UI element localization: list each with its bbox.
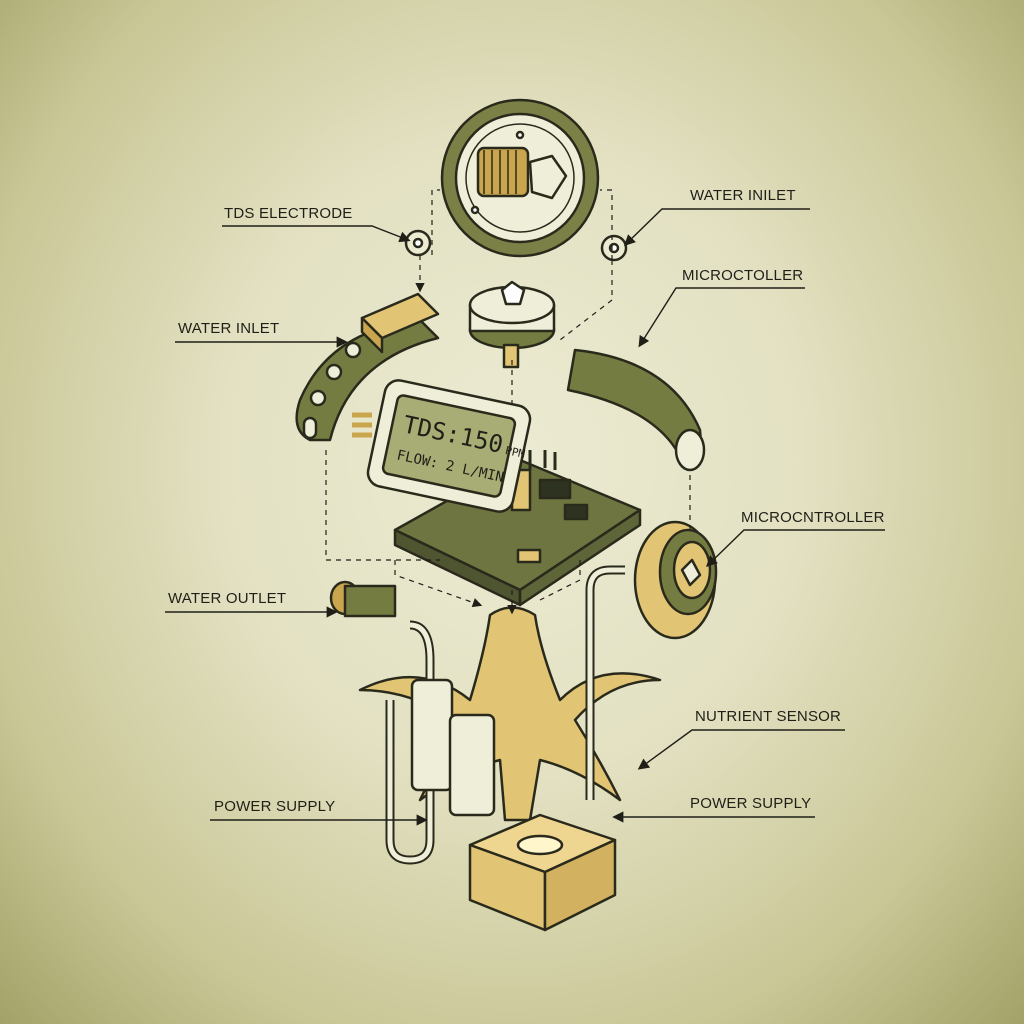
tubes [385,565,625,865]
right-disc [633,520,718,640]
label-power-supply-left: POWER SUPPLY [214,798,336,815]
label-water-outlet: WATER OUTLET [168,590,287,607]
water-outlet-connector [329,580,397,618]
leader-lines [165,208,885,826]
assembly-dashed-lines [325,189,691,615]
label-tds-electrode: TDS ELECTRODE [224,205,353,222]
label-power-supply-right: POWER SUPPLY [690,795,812,812]
right-housing [566,348,706,472]
label-water-inlet-right: WATER INILET [690,187,796,204]
lcd-display [352,379,532,513]
circuit-board [393,450,642,607]
substrate-block [468,813,617,932]
filter-canister [410,678,454,792]
label-nutrient-sensor: NUTRIENT SENSOR [695,708,842,725]
root-structure [358,606,662,822]
label-microctoller: MICROCTOLLER [682,267,804,284]
coil-module [440,98,600,258]
center-sensor [468,280,556,369]
label-microcntroller: MICROCNTROLLER [741,509,885,526]
label-water-inlet-left: WATER INLET [178,320,280,337]
tds-unit: PPM [504,444,527,461]
filter-canister [448,713,496,817]
left-housing [295,292,440,442]
